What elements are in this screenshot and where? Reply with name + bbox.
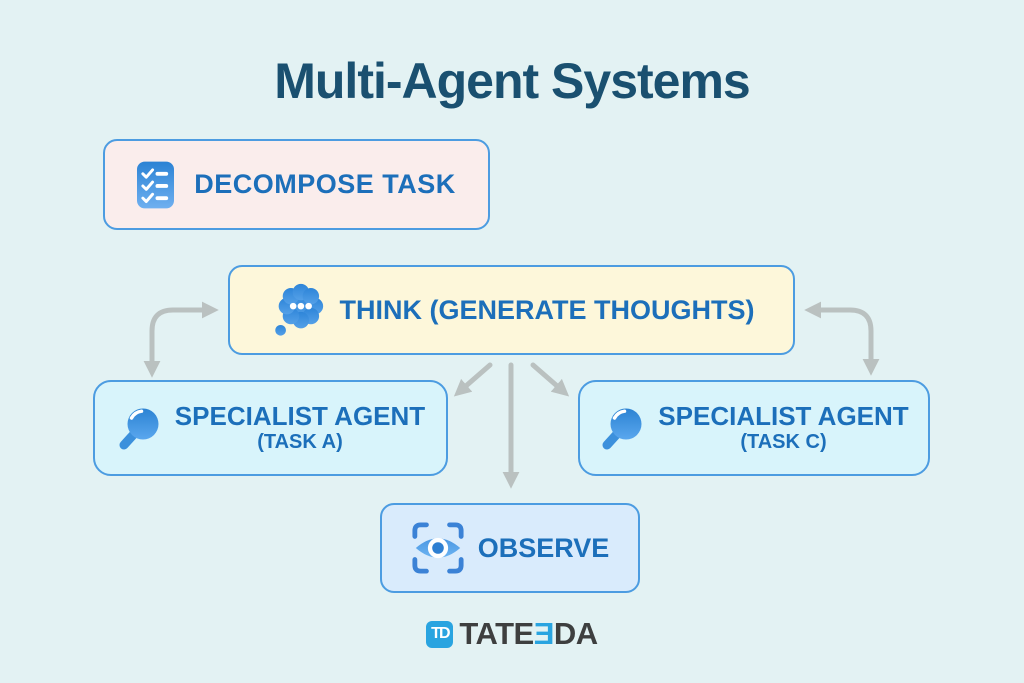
node-label: OBSERVE (477, 532, 610, 563)
thought-cloud-icon (269, 280, 327, 340)
node-label: THINK (GENERATE THOUGHTS) (339, 294, 755, 325)
magnifier-icon (116, 405, 160, 451)
node-label: SPECIALIST AGENT (658, 400, 909, 431)
arrow-think-agent-a-curved (143, 301, 219, 378)
node-specialist-agent-a: SPECIALIST AGENT (TASK A) (93, 380, 448, 476)
logo-text-right: DA (553, 616, 598, 651)
node-label: DECOMPOSE TASK (194, 169, 456, 199)
arrow-think-agent-a-diagonal (453, 362, 493, 397)
checklist-icon (137, 161, 175, 209)
page-title: Multi-Agent Systems (274, 53, 751, 109)
node-sublabel: (TASK C) (740, 431, 827, 454)
eye-scan-icon (411, 521, 465, 575)
node-think: THINK (GENERATE THOUGHTS) (228, 265, 795, 355)
logo-monogram: TD (426, 620, 454, 648)
logo-wordmark: TATEƎDA (459, 616, 598, 652)
node-label: SPECIALIST AGENT (174, 400, 426, 431)
logo-reversed-e: Ǝ (533, 616, 555, 651)
arrow-think-agent-c-diagonal (530, 362, 570, 397)
magnifier-icon (599, 405, 643, 451)
arrow-think-agent-c-curved (804, 301, 880, 376)
logo-text-left: TATE (459, 616, 534, 651)
node-specialist-agent-c: SPECIALIST AGENT (TASK C) (578, 380, 930, 476)
node-sublabel: (TASK A) (257, 431, 343, 454)
tateeda-logo: TD TATEƎDA (0, 616, 1024, 652)
node-observe: OBSERVE (380, 503, 640, 593)
node-decompose-task: DECOMPOSE TASK (103, 139, 490, 230)
